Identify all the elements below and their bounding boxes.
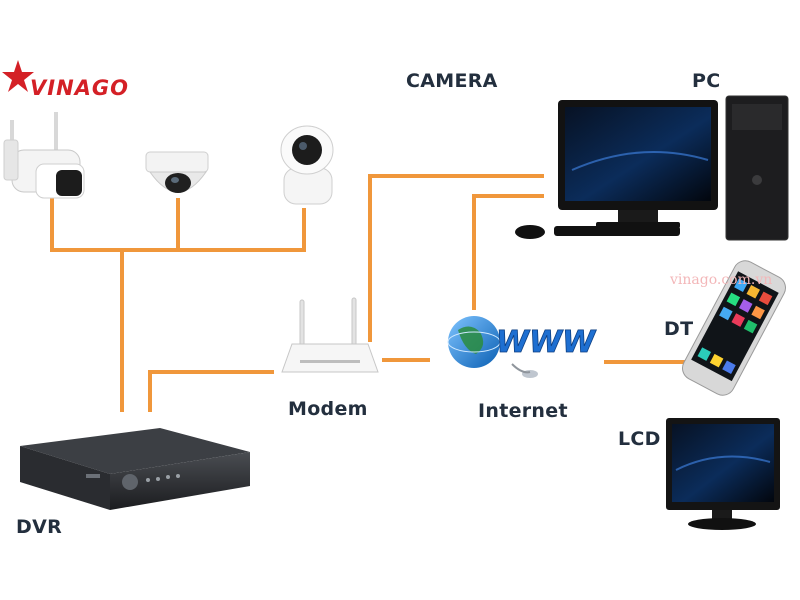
dvr-recorder-icon	[20, 428, 250, 510]
dome-camera-icon	[145, 151, 209, 193]
dt-label: DT	[664, 318, 694, 340]
vinago-logo-icon	[2, 60, 34, 92]
dvr-modem-line	[148, 370, 274, 412]
brand-logo-text: VINAGO	[30, 76, 129, 100]
smartphone-icon	[682, 260, 786, 396]
modem-label: Modem	[288, 398, 368, 420]
desktop-pc-icon	[515, 95, 789, 241]
www-text: WWW	[496, 325, 597, 360]
watermark-text: vinago.com.vn	[670, 272, 773, 288]
lcd-label: LCD	[618, 428, 661, 450]
modem-pc-line	[368, 174, 544, 342]
lcd-monitor-icon	[666, 418, 780, 530]
connection-lines	[50, 174, 692, 412]
camera-label: CAMERA	[406, 70, 498, 92]
cube-camera-icon	[280, 125, 334, 205]
internet-label: Internet	[478, 400, 568, 422]
globe-www-icon: WWW	[447, 316, 598, 378]
internet-pc-line	[472, 194, 544, 310]
bullet-camera-icon	[3, 112, 85, 199]
modem-router-icon	[281, 297, 379, 373]
dvr-label: DVR	[16, 516, 63, 538]
pc-label: PC	[692, 70, 721, 92]
